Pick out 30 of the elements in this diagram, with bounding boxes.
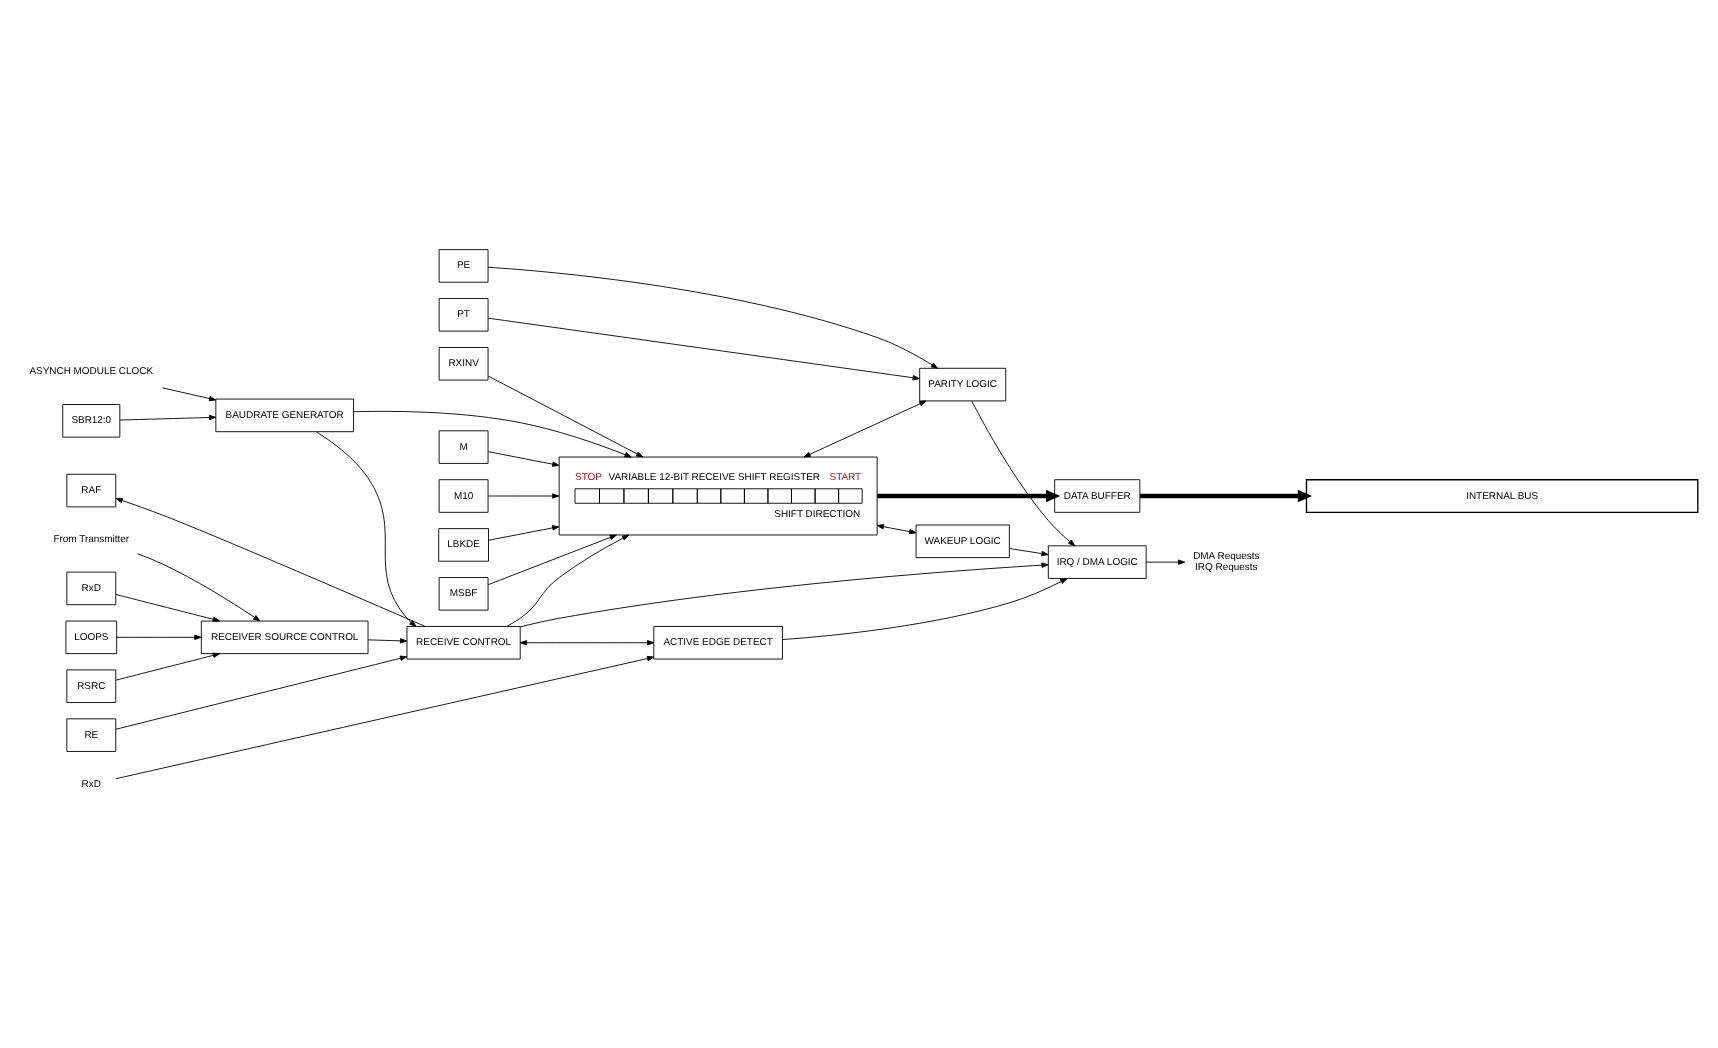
arrow bbox=[488, 524, 560, 540]
arrow bbox=[487, 533, 617, 585]
arrow bbox=[136, 552, 261, 621]
arrow bbox=[115, 496, 426, 626]
arrow bbox=[487, 374, 644, 457]
arrow bbox=[487, 265, 939, 368]
arrow bbox=[803, 399, 927, 457]
arrow bbox=[367, 637, 408, 643]
arrow bbox=[1140, 488, 1313, 502]
arrow bbox=[876, 523, 917, 534]
arrow bbox=[353, 409, 632, 457]
arrow bbox=[315, 430, 417, 626]
arrow bbox=[1009, 547, 1049, 556]
arrow bbox=[519, 561, 1049, 627]
arrow bbox=[519, 639, 655, 645]
arrow bbox=[115, 654, 655, 779]
arrow bbox=[115, 593, 221, 621]
arrow bbox=[119, 413, 217, 420]
arrow bbox=[971, 399, 1076, 546]
arrow bbox=[116, 633, 202, 639]
arrow bbox=[506, 533, 630, 626]
arrow bbox=[487, 492, 560, 498]
arrow bbox=[782, 577, 1068, 639]
arrow bbox=[115, 651, 221, 680]
arrow bbox=[162, 386, 217, 401]
arrow bbox=[487, 450, 560, 466]
arrow bbox=[487, 316, 920, 380]
arrow bbox=[1145, 558, 1186, 564]
arrow bbox=[877, 488, 1061, 502]
arrow bbox=[115, 654, 408, 729]
